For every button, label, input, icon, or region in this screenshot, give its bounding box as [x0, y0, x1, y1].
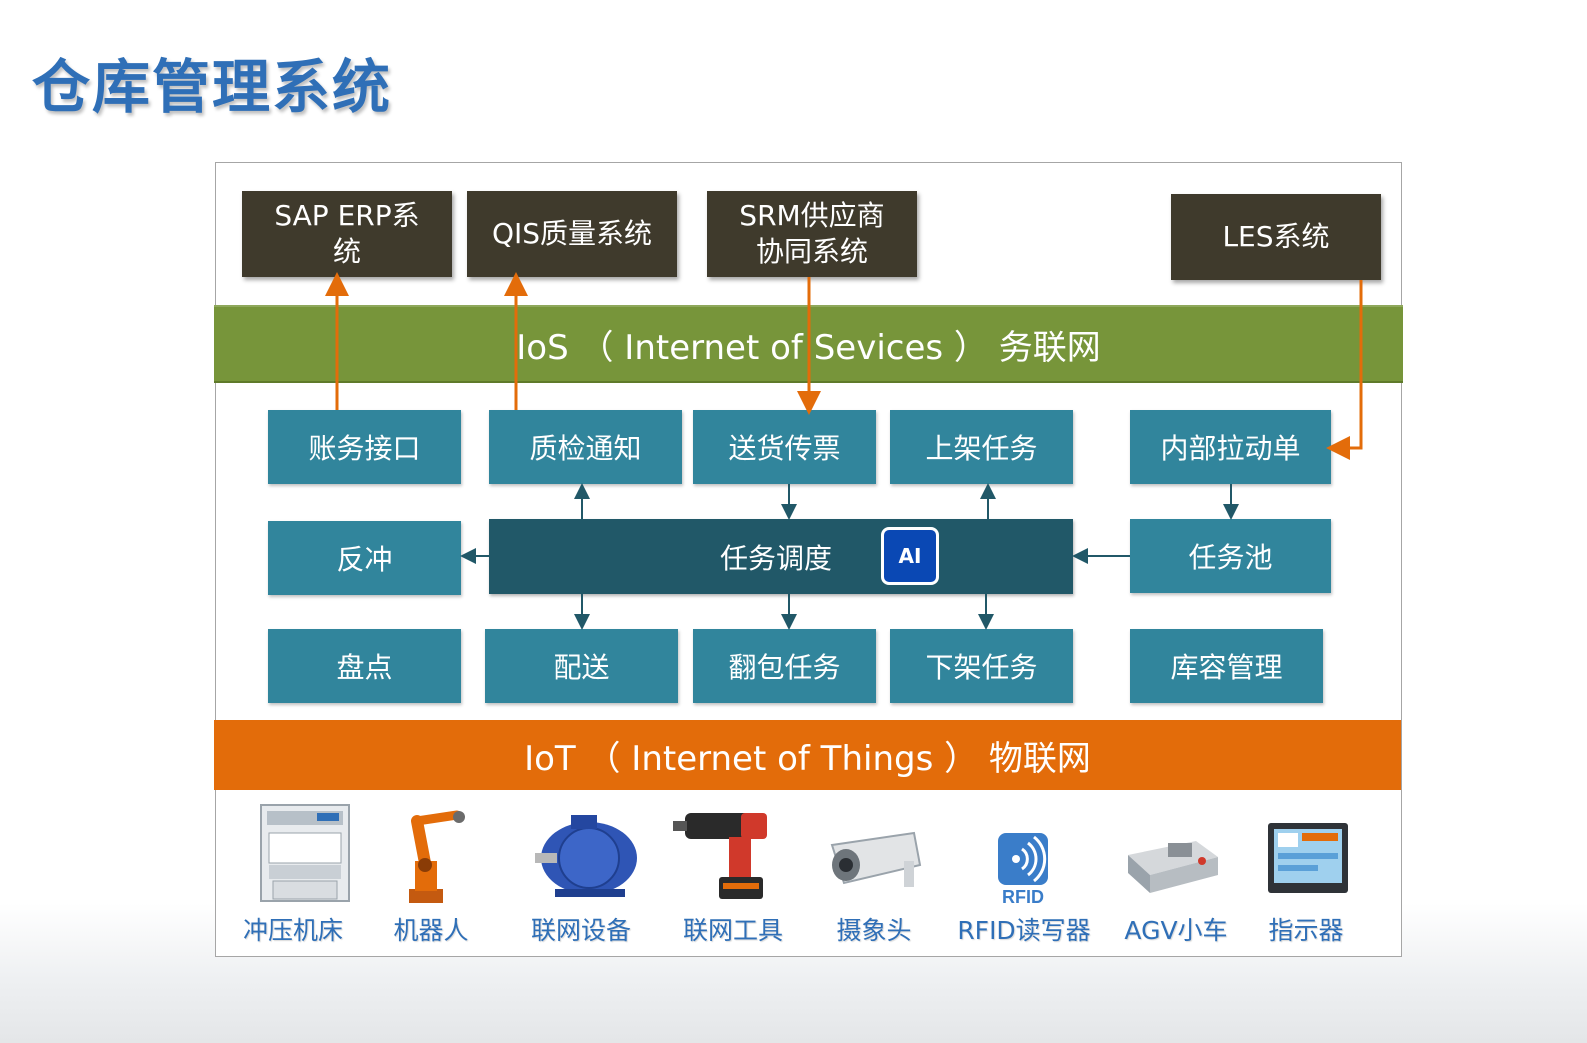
- device-label: 冲压机床: [242, 916, 343, 945]
- architecture-diagram: SAP ERP系统 QIS质量系统 SRM供应商协同系统 LES系统 IoS （…: [214, 162, 1403, 957]
- stocktake-box: 盘点: [268, 629, 461, 703]
- device-label: 联网工具: [682, 916, 783, 945]
- sap-erp-label: SAP ERP系统: [274, 199, 420, 268]
- page-title: 仓库管理系统: [32, 53, 393, 121]
- electric-motor-icon: [535, 815, 637, 897]
- repack-task-box: 翻包任务: [693, 629, 876, 703]
- iot-band: IoT （ Internet of Things ） 物联网: [214, 720, 1401, 790]
- rfid-badge-text: RFID: [1002, 887, 1044, 907]
- device-label: 联网设备: [530, 916, 631, 945]
- press-machine-icon: [260, 804, 350, 902]
- reverse-box: 反冲: [268, 521, 461, 595]
- device-indicator: 指示器: [1236, 803, 1376, 948]
- iot-band-label: IoT （ Internet of Things ） 物联网: [524, 738, 1091, 779]
- account-interface-label: 账务接口: [308, 432, 421, 465]
- capacity-mgmt-label: 库容管理: [1170, 651, 1283, 684]
- account-interface-box: 账务接口: [268, 410, 461, 484]
- device-label: RFID读写器: [957, 916, 1091, 945]
- repack-task-label: 翻包任务: [728, 651, 841, 684]
- security-camera-icon: [830, 831, 922, 887]
- device-label: 机器人: [393, 916, 469, 945]
- arrow-les-to-internal-pull: [1326, 280, 1363, 460]
- device-motor: 联网设备: [511, 803, 651, 948]
- qis-label: QIS质量系统: [491, 217, 653, 250]
- reverse-label: 反冲: [336, 543, 393, 576]
- device-robot: 机器人: [361, 803, 501, 948]
- industrial-robot-icon: [409, 810, 465, 903]
- task-pool-box: 任务池: [1130, 519, 1331, 593]
- ai-badge: AI: [881, 527, 939, 585]
- scheduling-box: 任务调度: [489, 519, 1073, 594]
- device-tool: 联网工具: [663, 803, 803, 948]
- srm-box: SRM供应商协同系统: [707, 191, 917, 277]
- device-agv: AGV小车: [1106, 803, 1246, 948]
- connector-arrows: [325, 272, 1363, 630]
- delivery-ticket-box: 送货传票: [693, 410, 876, 484]
- task-pool-label: 任务池: [1188, 541, 1273, 574]
- qc-notice-box: 质检通知: [489, 410, 682, 484]
- rfid-reader-icon: RFID: [998, 833, 1048, 907]
- internal-pull-label: 内部拉动单: [1160, 432, 1301, 465]
- indicator-screen-icon: [1268, 823, 1348, 893]
- agv-cart-icon: [1128, 841, 1218, 893]
- capacity-mgmt-box: 库容管理: [1130, 629, 1323, 703]
- device-label: 摄象头: [836, 916, 912, 945]
- power-drill-icon: [673, 813, 767, 899]
- device-camera: 摄象头: [804, 803, 944, 948]
- sap-erp-box: SAP ERP系统: [242, 191, 452, 277]
- dispatch-box: 配送: [485, 629, 678, 703]
- shelving-task-box: 上架任务: [890, 410, 1073, 484]
- unshelving-task-label: 下架任务: [925, 651, 1038, 684]
- les-box: LES系统: [1171, 194, 1381, 280]
- srm-label: SRM供应商协同系统: [739, 199, 885, 268]
- unshelving-task-box: 下架任务: [890, 629, 1073, 703]
- device-rfid: RFID RFID读写器: [954, 803, 1094, 948]
- stocktake-label: 盘点: [336, 651, 393, 684]
- shelving-task-label: 上架任务: [925, 432, 1038, 465]
- device-press-machine: 冲压机床: [223, 803, 363, 948]
- qis-box: QIS质量系统: [467, 191, 677, 277]
- device-label: 指示器: [1268, 916, 1344, 945]
- les-label: LES系统: [1222, 220, 1330, 253]
- scheduling-label: 任务调度: [719, 541, 832, 575]
- delivery-ticket-label: 送货传票: [728, 432, 841, 465]
- device-label: AGV小车: [1124, 916, 1228, 945]
- qc-notice-label: 质检通知: [529, 432, 642, 465]
- internal-pull-box: 内部拉动单: [1130, 410, 1331, 484]
- dispatch-label: 配送: [553, 651, 610, 684]
